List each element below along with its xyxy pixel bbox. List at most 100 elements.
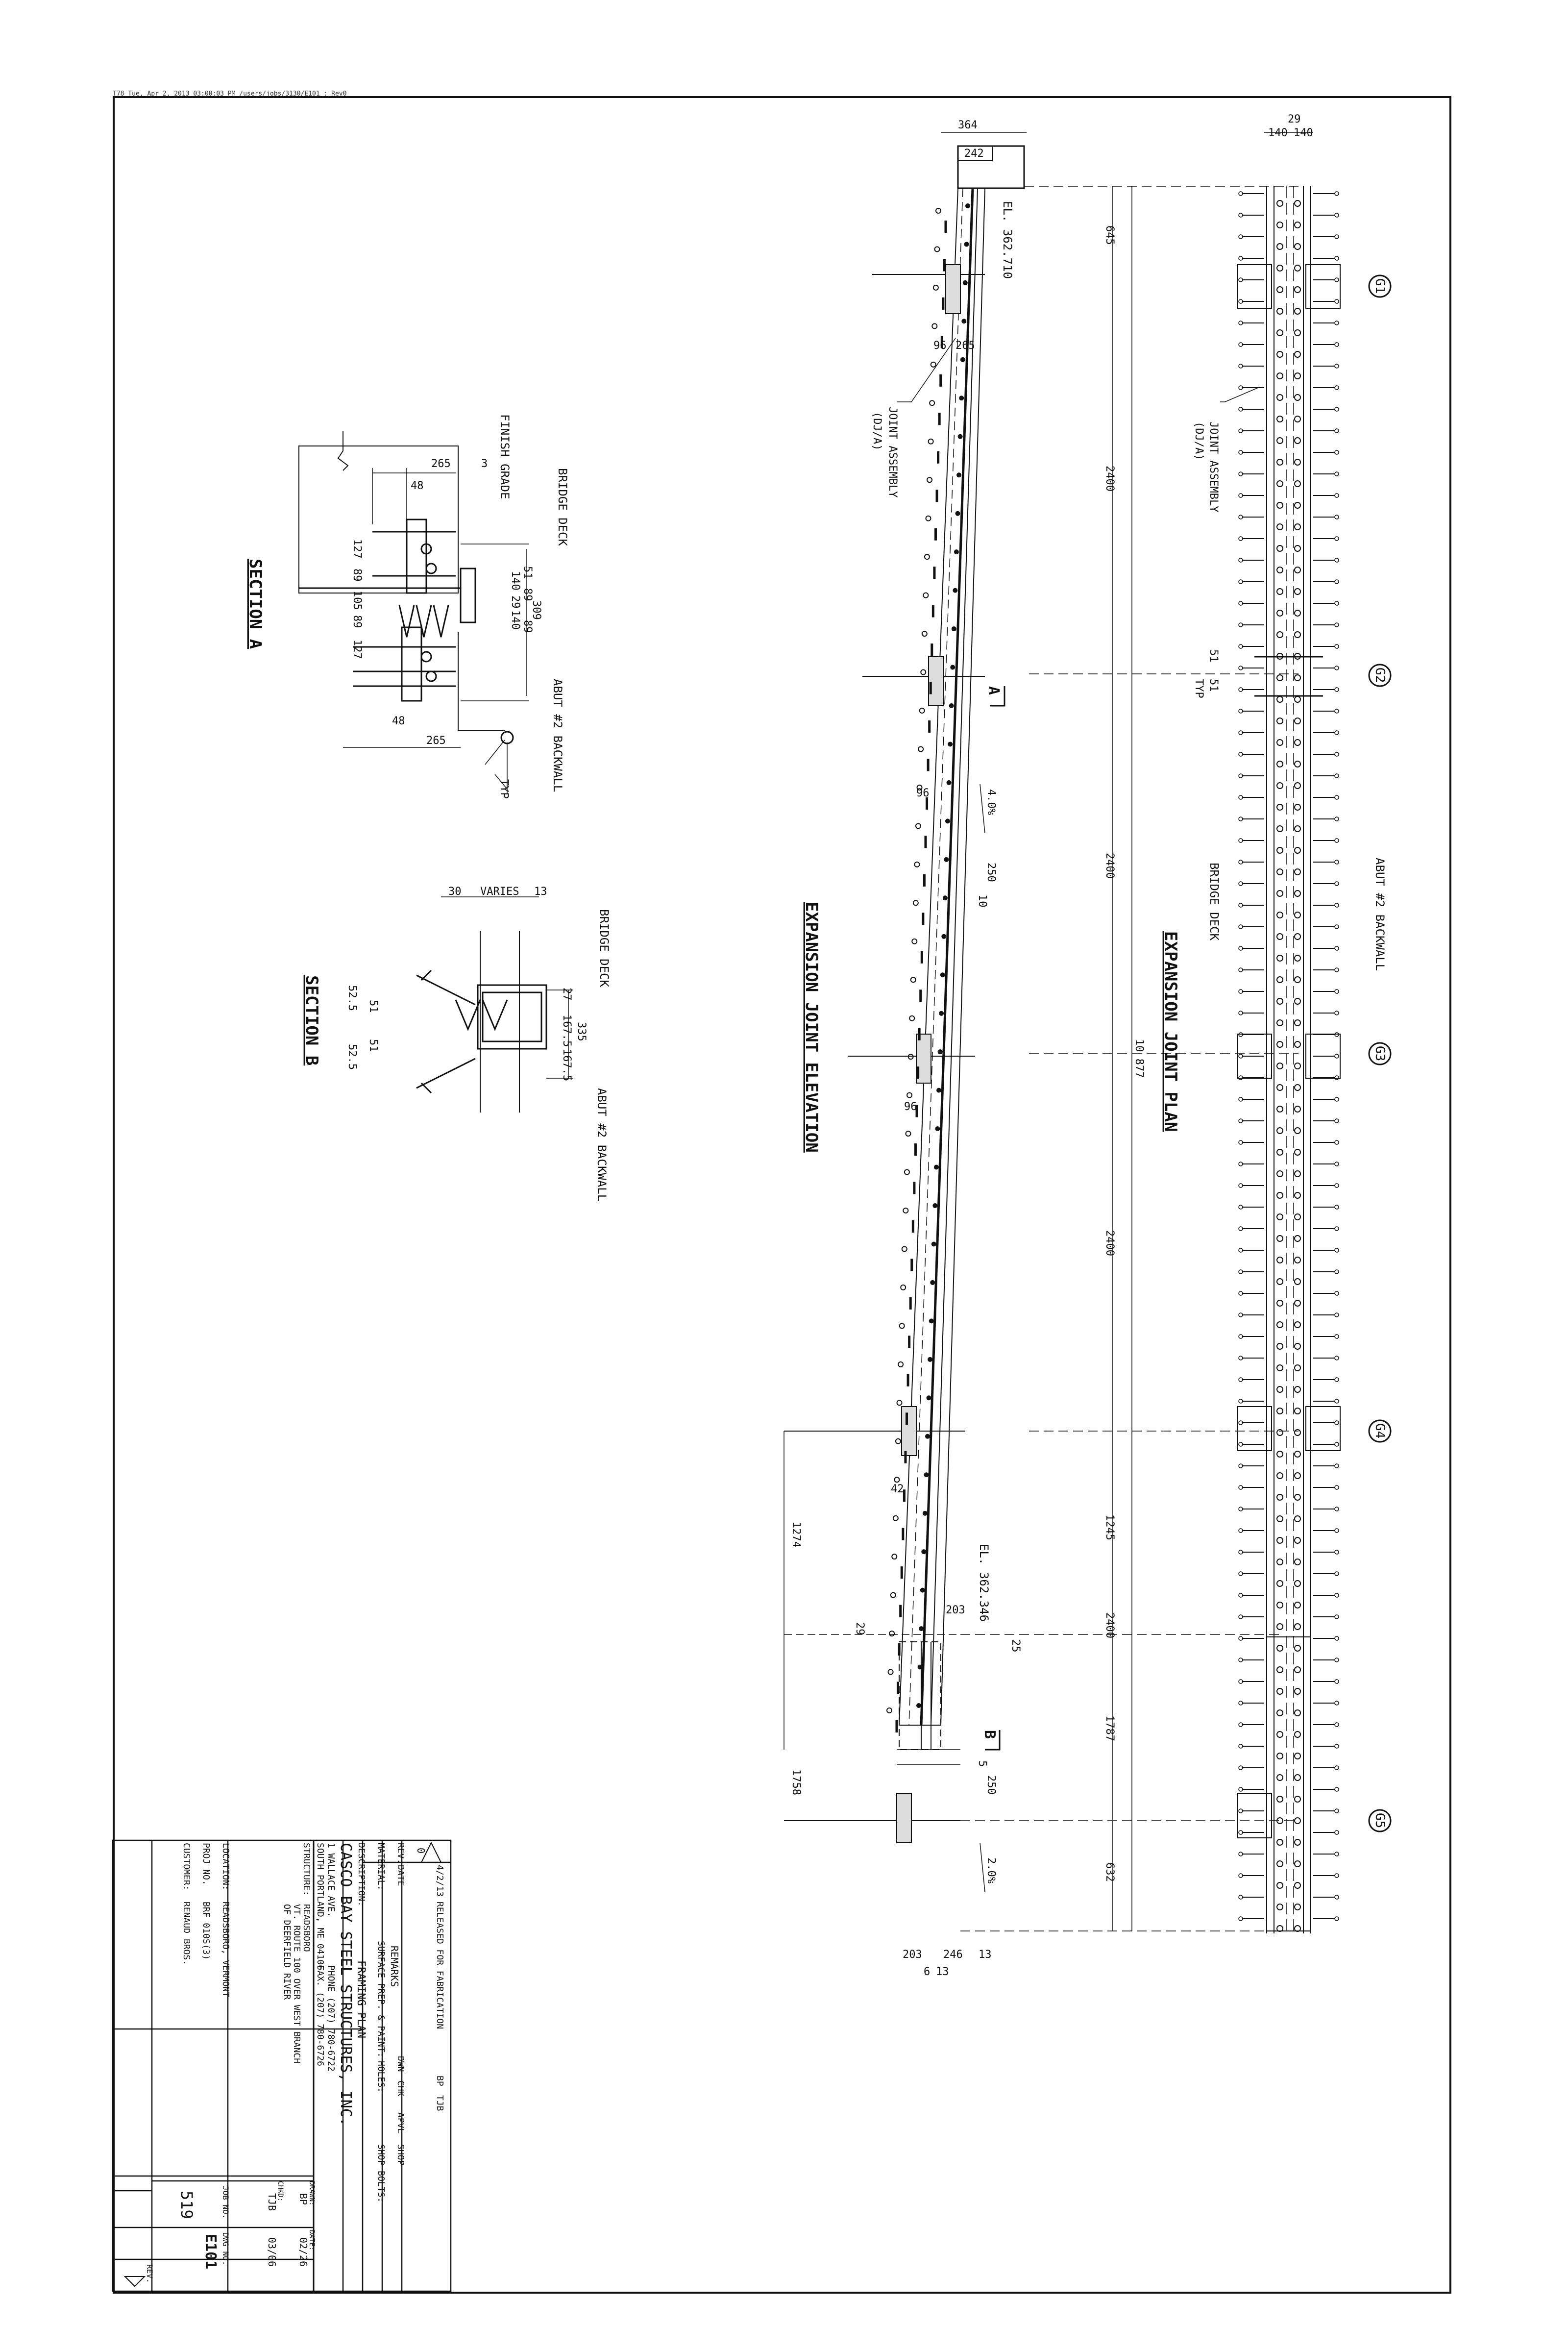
- stud-head: [1238, 709, 1243, 714]
- stud-head: [1334, 1571, 1339, 1576]
- bolt-mark: [941, 934, 947, 939]
- bolt-mark: [959, 396, 964, 401]
- bolt-right: [1294, 1192, 1301, 1199]
- bolt-mark: [942, 895, 948, 901]
- bolt-mark: [962, 280, 968, 285]
- bolt-left: [1276, 480, 1283, 487]
- stud-head: [1238, 213, 1243, 218]
- stud-head: [1334, 579, 1339, 584]
- expansion-joint-plan: [1220, 132, 1392, 1933]
- bolt-right: [1294, 1235, 1301, 1242]
- hole-mark: [899, 1323, 905, 1329]
- girder-g2: G2: [1372, 668, 1387, 683]
- bolt-mark: [951, 626, 956, 632]
- tb-address2: SOUTH PORTLAND, ME 04106: [315, 1843, 325, 1970]
- bolt-left: [1276, 1688, 1283, 1695]
- bolt-left: [1276, 1904, 1283, 1910]
- bolt-left: [1276, 1343, 1283, 1350]
- bolt-right: [1294, 1688, 1301, 1695]
- sa-finish-grade: FINISH GRADE: [498, 414, 512, 499]
- bolt-right: [1294, 1472, 1301, 1479]
- tb-job: 519: [177, 2191, 196, 2219]
- elevation-bolts: [886, 203, 970, 1732]
- bolt-left: [1276, 243, 1283, 250]
- tb-location: READSBORO, VERMONT: [220, 1902, 231, 1997]
- stud-head: [1334, 709, 1339, 714]
- tb-structure3: OF DEERFIELD RIVER: [282, 1904, 292, 2000]
- hole-mark: [929, 400, 935, 406]
- bolt-left: [1276, 1213, 1283, 1220]
- bolt-right: [1294, 674, 1301, 681]
- bolt-left: [1276, 1839, 1283, 1846]
- hole-mark: [918, 746, 924, 752]
- stud-head: [1334, 1334, 1339, 1339]
- bolt-right: [1294, 243, 1301, 250]
- sa-d127b: 127: [351, 640, 363, 659]
- bolt-right: [1294, 1343, 1301, 1350]
- stud-head: [1238, 1097, 1243, 1102]
- sa-d309: 309: [530, 600, 542, 620]
- bolt-left: [1276, 653, 1283, 660]
- stud-head: [1238, 1614, 1243, 1619]
- hole-mark: [909, 1015, 915, 1021]
- bolt-left: [1276, 1429, 1283, 1436]
- bolt-right: [1294, 1666, 1301, 1673]
- bolt-right: [1294, 1300, 1301, 1307]
- stud-head: [1238, 946, 1243, 951]
- bolt-mark: [946, 780, 952, 785]
- hole-mark: [907, 1054, 914, 1060]
- hole-mark: [892, 1515, 899, 1521]
- bolt-left: [1276, 286, 1283, 293]
- stud-head: [1334, 1312, 1339, 1317]
- stud-head: [1334, 666, 1339, 670]
- girder-g4: G4: [1372, 1423, 1387, 1438]
- stud-head: [1334, 1075, 1339, 1080]
- stud-head: [1334, 471, 1339, 476]
- stud-head: [1334, 1485, 1339, 1490]
- stud-head: [1238, 579, 1243, 584]
- hole-mark: [900, 1284, 906, 1290]
- plan-top-29: 29: [1288, 113, 1301, 125]
- hole-mark: [905, 1131, 911, 1137]
- hole-mark: [920, 669, 927, 675]
- bolt-left: [1276, 1580, 1283, 1587]
- stud-head: [1334, 644, 1339, 649]
- mid-dim-645: 645: [1103, 225, 1116, 245]
- bolt-right: [1294, 308, 1301, 315]
- bolt-right: [1294, 1041, 1301, 1048]
- stud-head: [1238, 1722, 1243, 1727]
- hole-mark: [890, 1592, 896, 1598]
- elev-slope-bottom: 2.0%: [985, 1857, 997, 1883]
- mid-dim-632: 632: [1103, 1862, 1116, 1882]
- bolt-left: [1276, 329, 1283, 336]
- bolt-right: [1294, 200, 1301, 207]
- stud-head: [1334, 1118, 1339, 1123]
- mid-dim-1245: 1245: [1103, 1514, 1116, 1540]
- bolt-left: [1276, 222, 1283, 228]
- bolt-mark: [932, 1203, 938, 1208]
- stud-head: [1334, 1916, 1339, 1921]
- elev-dim-250b: 250: [985, 1775, 997, 1795]
- stud-head: [1238, 1226, 1243, 1231]
- stud-head: [1238, 1701, 1243, 1706]
- stud-head: [1334, 1248, 1339, 1253]
- bolt-left: [1276, 265, 1283, 272]
- bolt-left: [1276, 1666, 1283, 1673]
- bolt-right: [1294, 1839, 1301, 1846]
- tb-surface: SURFACE PREP. & PAINT:: [376, 1941, 386, 2057]
- stud-head: [1238, 385, 1243, 390]
- bolt-right: [1294, 825, 1301, 832]
- tb-description: FRAMING PLAN: [355, 1960, 367, 2038]
- tb-col-shop: SHOP: [395, 2144, 406, 2166]
- stud-head: [1334, 773, 1339, 778]
- stud-head: [1238, 450, 1243, 455]
- bolt-left: [1276, 437, 1283, 444]
- stud-head: [1334, 213, 1339, 218]
- hole-mark: [903, 1208, 909, 1213]
- sb-d52a: 52.5: [346, 985, 358, 1011]
- stud-head: [1334, 364, 1339, 369]
- stud-head: [1238, 838, 1243, 843]
- bolt-right: [1294, 1731, 1301, 1738]
- bolt-left: [1276, 1774, 1283, 1781]
